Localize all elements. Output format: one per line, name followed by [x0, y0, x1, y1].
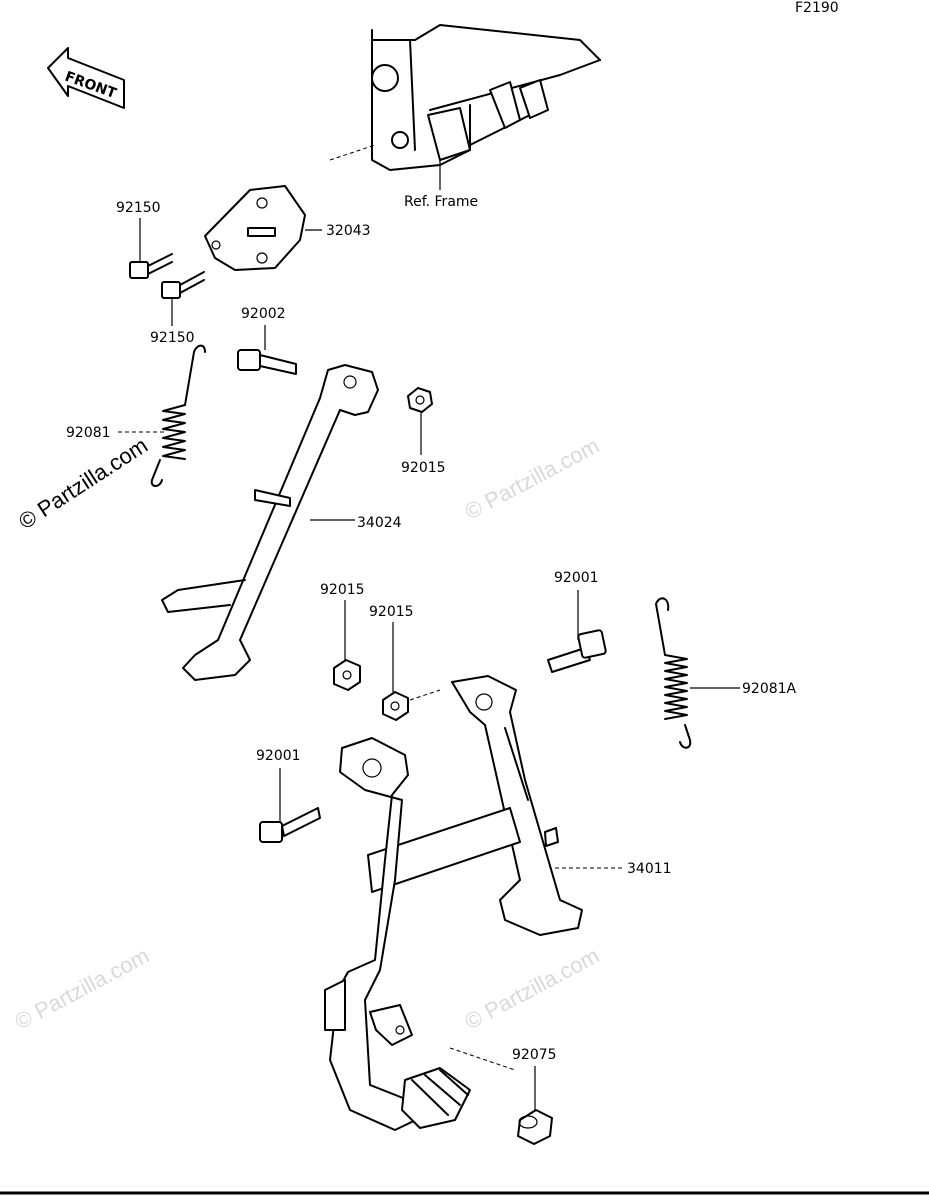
nut-92015-c	[382, 622, 441, 721]
part-label-92001-left: 92001	[256, 748, 301, 764]
part-label-92015-top: 92015	[401, 460, 446, 476]
watermark: © Partzilla.com	[461, 433, 604, 525]
nut-92015-a	[407, 387, 433, 455]
ref-frame	[329, 24, 601, 190]
ref-frame-label: Ref. Frame	[404, 194, 478, 210]
bolt-92150-a	[129, 218, 173, 279]
part-label-92150-bottom: 92150	[150, 330, 195, 346]
bracket-32043	[204, 185, 322, 271]
figure-code: F2190	[795, 0, 839, 16]
front-arrow: FRONT	[47, 47, 125, 109]
part-label-92150-top: 92150	[116, 200, 161, 216]
bolt-92150-b	[161, 271, 205, 326]
bolt-92001-left	[259, 768, 321, 843]
part-label-92015-right: 92015	[369, 604, 414, 620]
bolt-92002	[237, 325, 297, 375]
part-label-92001-right: 92001	[554, 570, 599, 586]
bolt-92001-right	[547, 590, 607, 673]
rubber-92075	[449, 1047, 553, 1145]
watermark: © Partzilla.com	[461, 943, 604, 1035]
part-label-34024: 34024	[357, 515, 402, 531]
main-stand-34011	[324, 675, 625, 1131]
part-label-34011: 34011	[627, 861, 672, 877]
watermark-dark: © Partzilla.com	[14, 432, 152, 534]
part-label-92015-left: 92015	[320, 582, 365, 598]
spring-92081	[118, 344, 206, 487]
nut-92015-b	[333, 600, 361, 691]
part-label-92002: 92002	[241, 306, 286, 322]
watermark: © Partzilla.com	[11, 943, 154, 1035]
part-label-92081: 92081	[66, 425, 111, 441]
part-label-92081A: 92081A	[742, 681, 797, 697]
spring-92081A	[655, 597, 740, 749]
part-label-92075: 92075	[512, 1047, 557, 1063]
part-label-32043: 32043	[326, 223, 371, 239]
side-stand-34024	[161, 364, 379, 681]
